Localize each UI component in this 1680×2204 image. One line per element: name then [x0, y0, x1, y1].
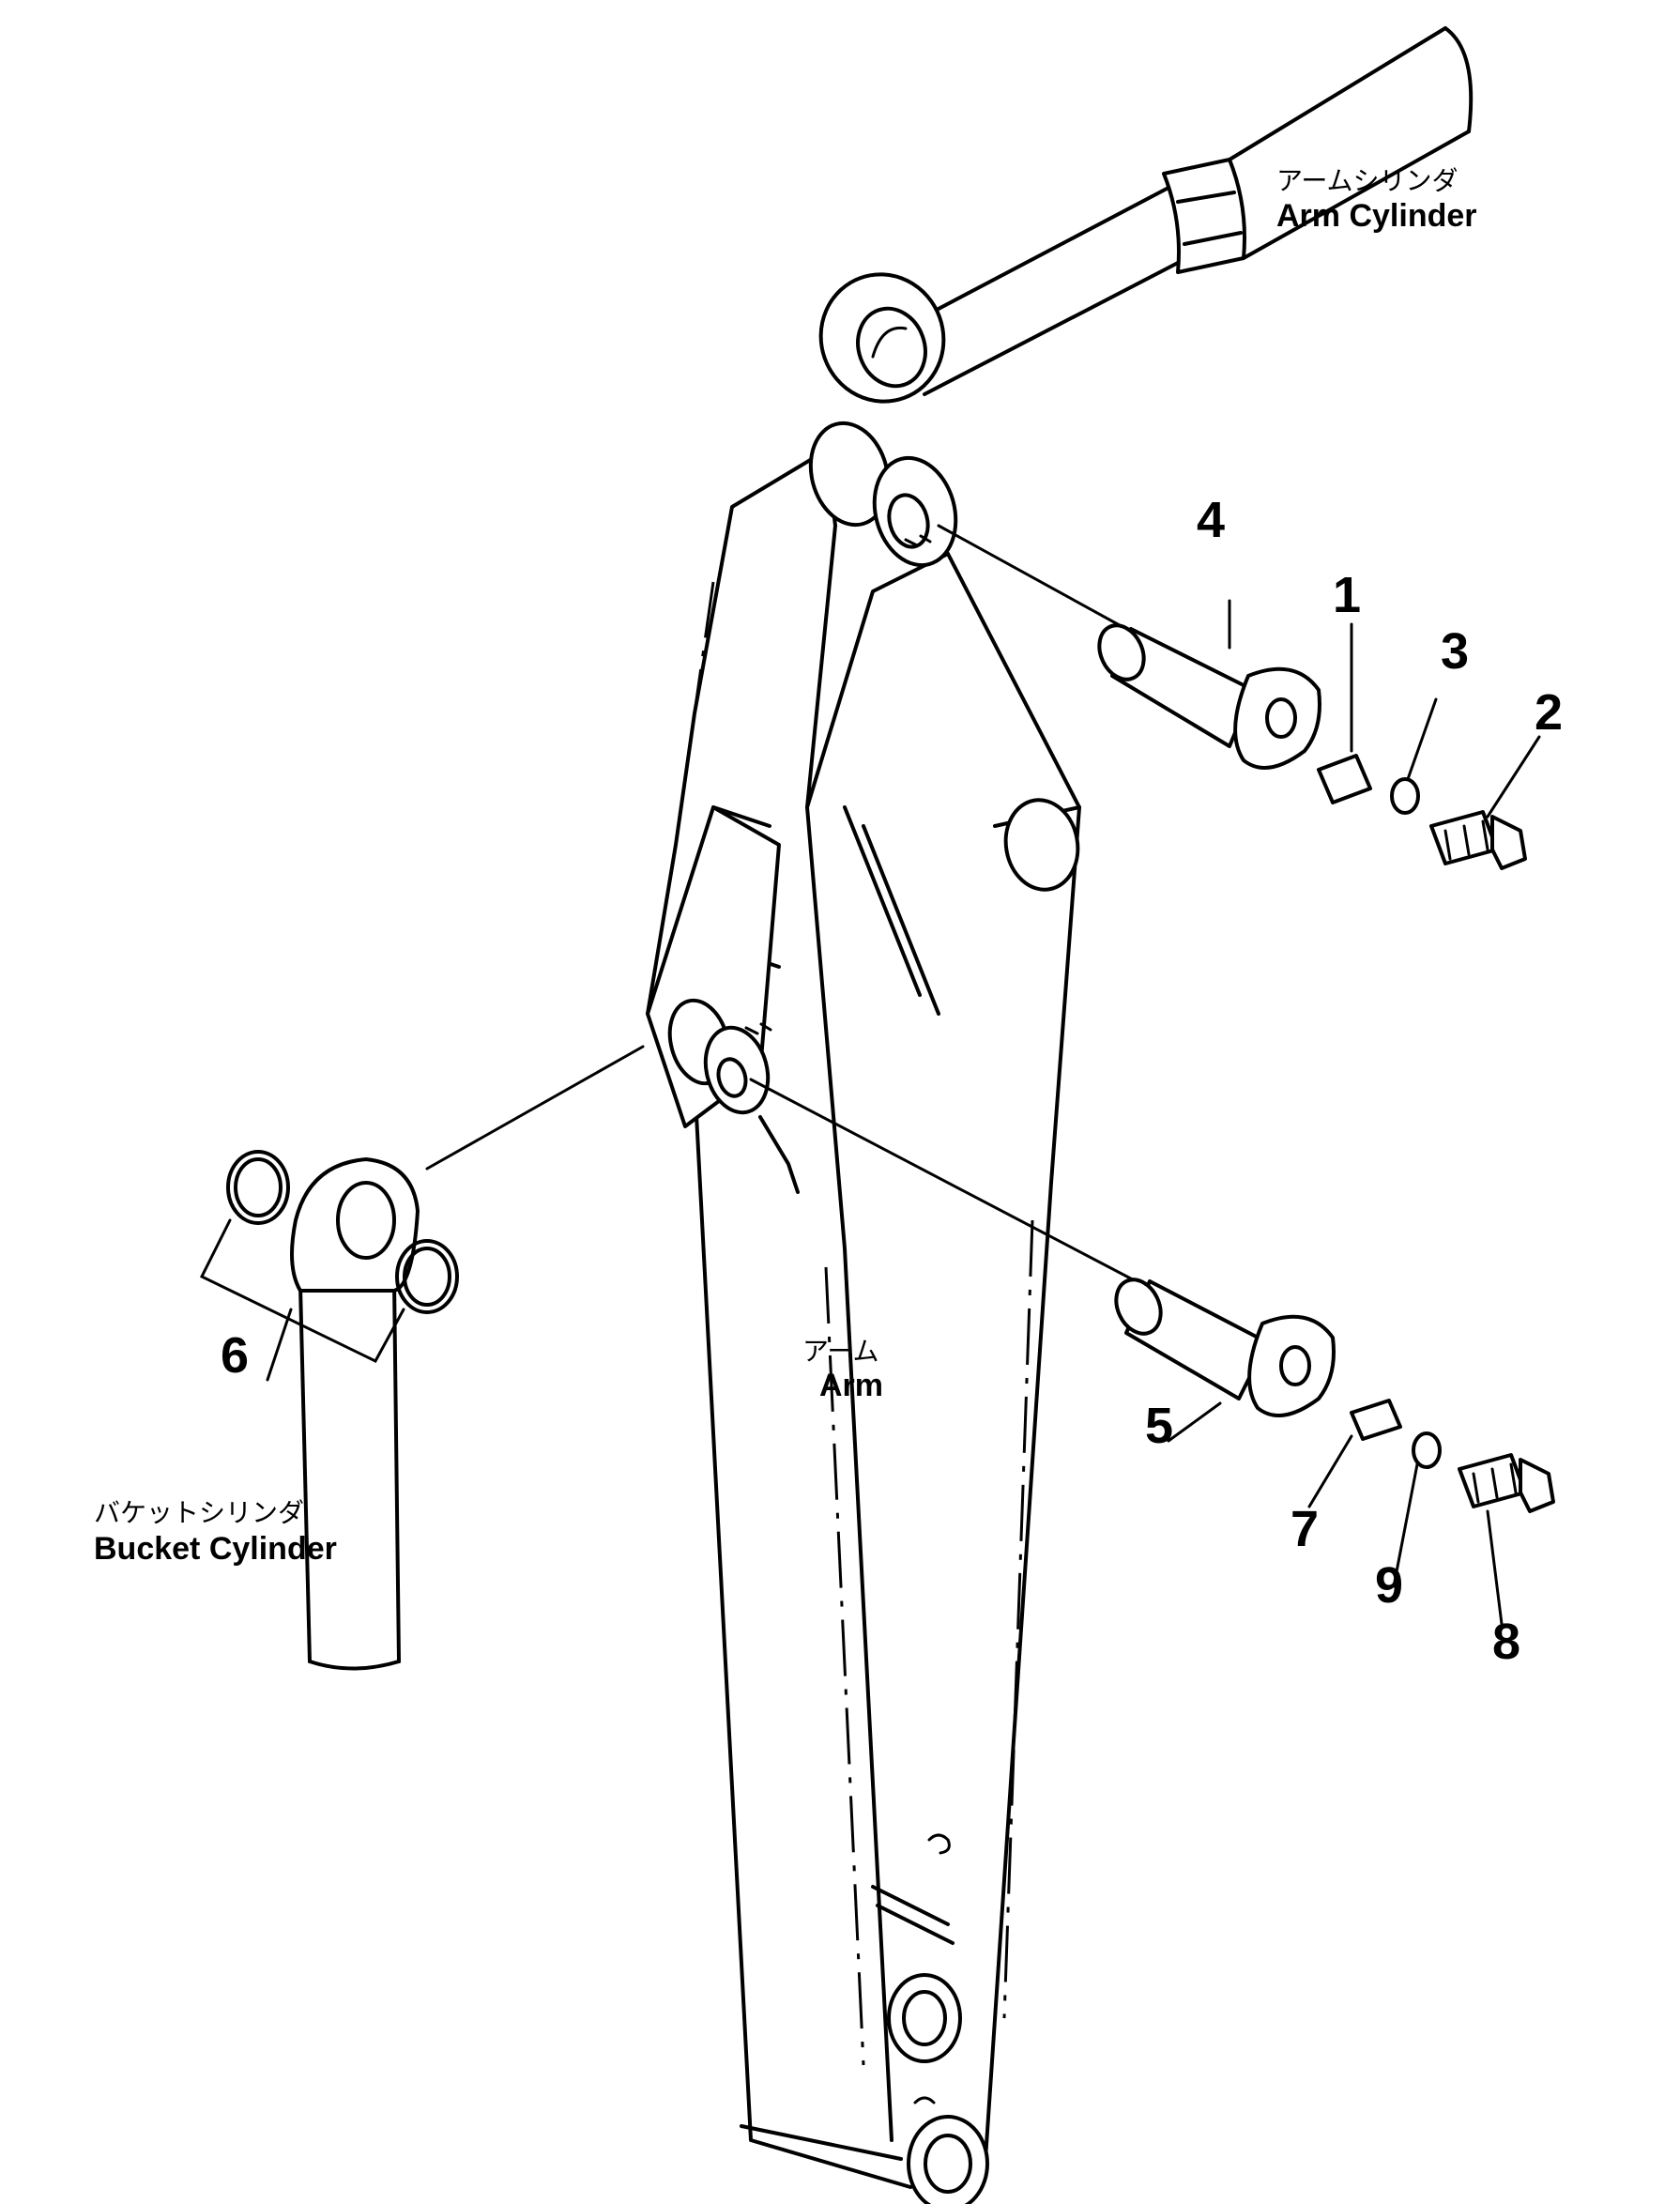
bucket-cylinder: [199, 1045, 645, 1671]
leader-lines: [266, 599, 1541, 1626]
arm-cylinder: [818, 26, 1474, 404]
callout-1: 1: [1333, 567, 1362, 623]
arm-label-en: Arm: [819, 1368, 884, 1403]
callout-4: 4: [1197, 492, 1226, 548]
arm-label-jp: アーム: [802, 1336, 879, 1367]
bucket-cylinder-label-en: Bucket Cylinder: [94, 1531, 337, 1567]
callout-5: 5: [1145, 1398, 1174, 1454]
arm-cylinder-label-jp: アームシリンダ: [1276, 165, 1459, 196]
callout-8: 8: [1492, 1614, 1521, 1670]
arm-cylinder-label-en: Arm Cylinder: [1276, 198, 1477, 234]
callout-6: 6: [221, 1327, 250, 1384]
callout-7: 7: [1291, 1501, 1320, 1557]
arm-body: [646, 421, 1081, 2204]
callout-3: 3: [1441, 623, 1470, 680]
pin-4-assembly: [937, 524, 1527, 870]
bucket-cylinder-label-jp: バケットシリンダ: [94, 1497, 305, 1528]
pin-5-assembly: [749, 1078, 1555, 1513]
callout-9: 9: [1375, 1557, 1404, 1614]
callout-2: 2: [1535, 684, 1564, 741]
